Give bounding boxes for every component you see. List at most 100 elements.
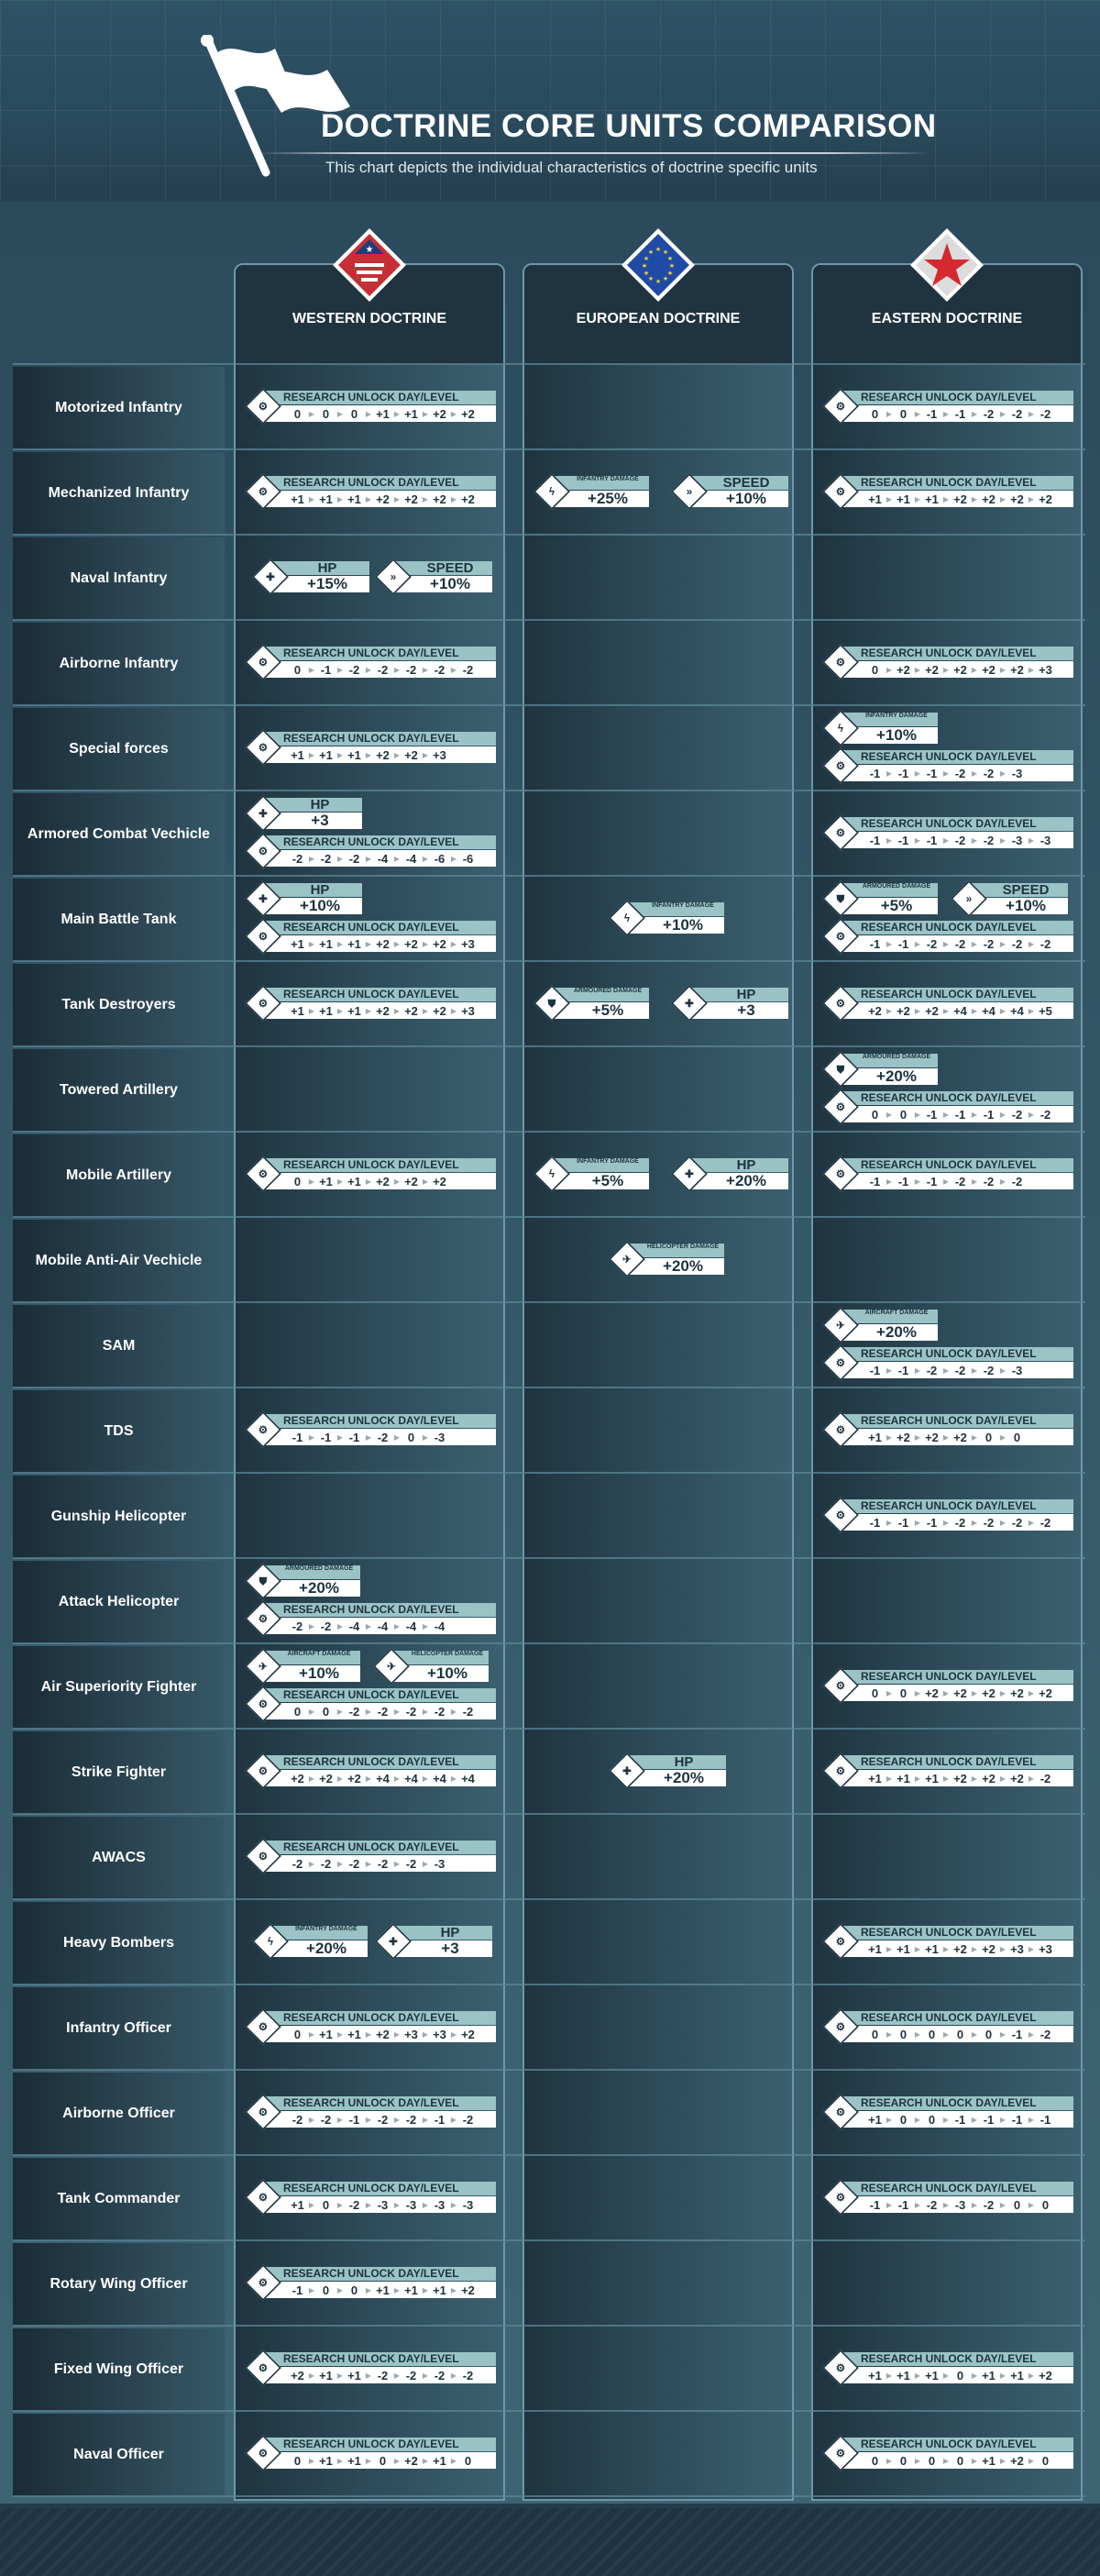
stat-badge: HP+3✚ xyxy=(375,1923,494,1960)
level-value: -2 xyxy=(320,1856,332,1871)
research-unlock-bar: RESEARCH UNLOCK DAY/LEVEL-2▶-2▶-4▶-4▶-4▶… xyxy=(245,1600,498,1637)
arrow-icon: ▶ xyxy=(971,2456,978,2465)
level-value: +2 xyxy=(461,2283,475,2297)
level-value: +2 xyxy=(953,1430,967,1444)
arrow-icon: ▶ xyxy=(886,1006,893,1015)
research-label: RESEARCH UNLOCK DAY/LEVEL xyxy=(842,647,1073,660)
arrow-icon: ▶ xyxy=(971,1110,978,1119)
research-label: RESEARCH UNLOCK DAY/LEVEL xyxy=(265,1158,496,1172)
level-value: 0 xyxy=(350,2283,358,2297)
arrow-icon: ▶ xyxy=(450,939,457,948)
research-unlock-bar: RESEARCH UNLOCK DAY/LEVEL+1▶+1▶+1▶+2▶+2▶… xyxy=(245,918,498,955)
level-value: -2 xyxy=(926,936,938,951)
svg-text:★: ★ xyxy=(644,255,649,262)
unit-name: Naval Infantry xyxy=(13,537,225,620)
badge-value: +10% xyxy=(265,1665,360,1682)
level-value: +4 xyxy=(953,1003,967,1018)
level-value: 0 xyxy=(928,2453,936,2468)
level-value: -1 xyxy=(434,2112,446,2127)
research-label: RESEARCH UNLOCK DAY/LEVEL xyxy=(842,2096,1073,2110)
level-value: 0 xyxy=(899,2112,908,2127)
arrow-icon: ▶ xyxy=(886,1944,893,1953)
level-value: -1 xyxy=(983,2112,995,2127)
level-value: +2 xyxy=(291,2368,304,2383)
unit-name: Special forces xyxy=(13,708,225,790)
research-values: -1▶-1▶-1▶-2▶-2▶-2 xyxy=(842,1173,1073,1189)
level-value: 0 xyxy=(899,406,908,421)
arrow-icon: ▶ xyxy=(942,1432,950,1442)
arrow-icon: ▶ xyxy=(393,2371,401,2380)
arrow-icon: ▶ xyxy=(999,768,1006,778)
research-unlock-bar: RESEARCH UNLOCK DAY/LEVEL+2▶+2▶+2▶+4▶+4▶… xyxy=(245,1752,498,1789)
level-value: 0 xyxy=(956,2453,964,2468)
research-values: +1▶0▶-2▶-3▶-3▶-3▶-3 xyxy=(265,2196,496,2213)
arrow-icon: ▶ xyxy=(971,2029,978,2039)
badge-value: +20% xyxy=(842,1324,938,1341)
arrow-icon: ▶ xyxy=(999,1518,1006,1527)
level-value: -2 xyxy=(1040,936,1051,951)
level-value: +2 xyxy=(376,1174,390,1188)
level-value: -1 xyxy=(869,833,881,847)
level-value: -2 xyxy=(405,1856,417,1871)
level-value: +3 xyxy=(1010,1941,1024,1956)
svg-text:★: ★ xyxy=(366,245,374,255)
level-value: -1 xyxy=(926,766,938,780)
arrow-icon: ▶ xyxy=(914,2029,921,2039)
research-label: RESEARCH UNLOCK DAY/LEVEL xyxy=(842,921,1073,934)
level-value: +4 xyxy=(376,1771,390,1786)
arrow-icon: ▶ xyxy=(422,1006,429,1015)
level-value: +2 xyxy=(404,2453,418,2468)
level-value: +1 xyxy=(896,1771,910,1786)
unit-name: Tank Commander xyxy=(13,2158,225,2240)
level-value: -1 xyxy=(897,1174,909,1188)
unit-name: Airborne Officer xyxy=(13,2073,225,2155)
arrow-icon: ▶ xyxy=(971,2371,978,2380)
research-values: +1▶+1▶+1▶+2▶+2▶+2▶+2 xyxy=(842,491,1073,507)
arrow-icon: ▶ xyxy=(393,1006,401,1015)
arrow-icon: ▶ xyxy=(308,2371,315,2380)
arrow-icon: ▶ xyxy=(422,1432,429,1442)
level-value: +2 xyxy=(925,1686,939,1700)
level-value: +1 xyxy=(291,936,304,951)
research-values: +2▶+1▶+1▶-2▶-2▶-2▶-2 xyxy=(265,2367,496,2383)
arrow-icon: ▶ xyxy=(999,1365,1006,1375)
research-label: RESEARCH UNLOCK DAY/LEVEL xyxy=(265,1688,496,1702)
level-value: +1 xyxy=(347,747,361,762)
level-value: -2 xyxy=(405,2368,417,2383)
level-value: +3 xyxy=(461,936,475,951)
level-value: 0 xyxy=(293,406,302,421)
level-value: -2 xyxy=(983,766,995,780)
level-value: -1 xyxy=(897,936,909,951)
arrow-icon: ▶ xyxy=(971,1944,978,1953)
unit-name: Mechanized Infantry xyxy=(13,452,225,535)
stat-badge: HP+10%✚ xyxy=(245,880,364,917)
level-value: 0 xyxy=(899,1686,908,1700)
level-value: +2 xyxy=(982,1771,996,1786)
research-unlock-bar: RESEARCH UNLOCK DAY/LEVEL-2▶-2▶-2▶-4▶-4▶… xyxy=(245,833,498,869)
level-value: +2 xyxy=(1010,662,1024,677)
level-value: -1 xyxy=(897,1363,909,1377)
level-value: -2 xyxy=(983,1515,995,1530)
level-value: -1 xyxy=(897,766,909,780)
arrow-icon: ▶ xyxy=(1028,1688,1035,1697)
arrow-icon: ▶ xyxy=(450,1707,457,1716)
arrow-icon: ▶ xyxy=(886,1177,893,1186)
arrow-icon: ▶ xyxy=(886,1774,893,1783)
unit-name: Air Superiority Fighter xyxy=(13,1646,225,1729)
arrow-icon: ▶ xyxy=(1028,1774,1035,1783)
research-label: RESEARCH UNLOCK DAY/LEVEL xyxy=(842,1158,1073,1172)
badge-value: +15% xyxy=(272,576,369,592)
level-value: -1 xyxy=(1011,2027,1023,2041)
unit-name: Tank Destroyers xyxy=(13,964,225,1046)
badge-label: HP xyxy=(691,988,788,1001)
arrow-icon: ▶ xyxy=(450,2115,457,2124)
arrow-icon: ▶ xyxy=(308,1006,315,1015)
level-value: -2 xyxy=(954,766,966,780)
level-value: 0 xyxy=(871,406,879,421)
level-value: -2 xyxy=(1040,2027,1051,2041)
level-value: +1 xyxy=(319,936,333,951)
level-value: -2 xyxy=(348,1704,360,1719)
arrow-icon: ▶ xyxy=(1028,2456,1035,2465)
